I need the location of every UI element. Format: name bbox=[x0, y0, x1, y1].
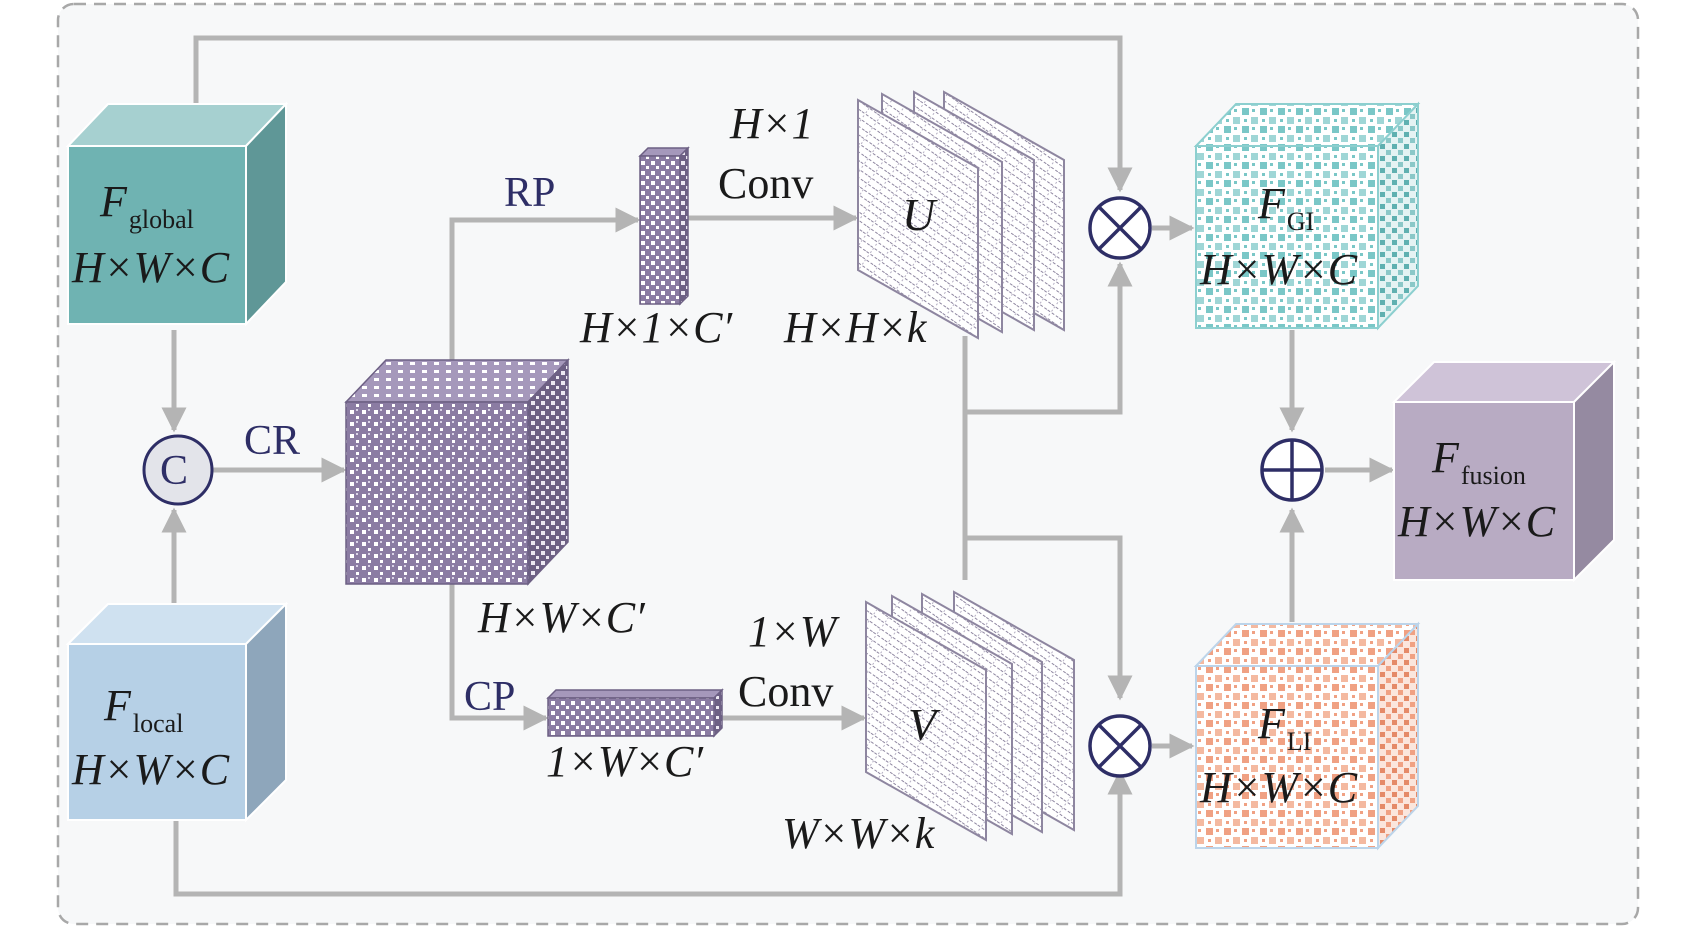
li-feature-shape: H×W×C bbox=[1200, 763, 1358, 812]
local-feature-name: Flocal bbox=[104, 681, 183, 737]
connectors bbox=[161, 35, 1395, 897]
row-conv-label: Conv bbox=[718, 159, 814, 208]
u-kernel-symbol: U bbox=[902, 189, 936, 240]
v-kernel-shape: W×W×k bbox=[782, 809, 935, 858]
col-conv-size: 1×W bbox=[748, 607, 837, 656]
concat-feature-cube bbox=[344, 358, 570, 586]
u-kernel-stack bbox=[857, 90, 1065, 340]
global-symbol: F bbox=[100, 177, 127, 226]
concat-label: C bbox=[160, 448, 189, 494]
global-feature-shape: H×W×C bbox=[72, 243, 230, 292]
arrow-global-to-multiply-top bbox=[193, 35, 1133, 193]
local-symbol: F bbox=[104, 681, 131, 730]
concat-node bbox=[142, 434, 214, 506]
u-kernel-shape: H×H×k bbox=[784, 303, 927, 352]
multiply-icon-top bbox=[1088, 196, 1152, 260]
multiply-icon-bottom bbox=[1088, 714, 1152, 778]
cp-label: CP bbox=[464, 674, 516, 720]
gi-feature-cube bbox=[1193, 101, 1421, 331]
arrow-rp bbox=[449, 207, 641, 360]
concat-shape: H×W×C′ bbox=[478, 593, 645, 642]
arrow-cp bbox=[449, 582, 549, 731]
col-pooled-shape: 1×W×C′ bbox=[546, 737, 704, 786]
gi-feature-name: FGI bbox=[1258, 179, 1314, 235]
global-subscript: global bbox=[128, 205, 194, 234]
row-conv-size: H×1 bbox=[730, 99, 814, 148]
li-feature-name: FLI bbox=[1258, 699, 1311, 755]
local-subscript: local bbox=[132, 709, 184, 738]
fusion-subscript: fusion bbox=[1460, 461, 1526, 490]
gi-subscript: GI bbox=[1286, 207, 1315, 236]
arrow-u-to-multiply bbox=[965, 261, 1133, 415]
gi-symbol: F bbox=[1258, 179, 1285, 228]
row-pooled-bar bbox=[638, 146, 690, 306]
fusion-feature-cube bbox=[1391, 359, 1617, 583]
col-conv-label: Conv bbox=[738, 667, 834, 716]
fusion-symbol: F bbox=[1432, 433, 1459, 482]
v-kernel-symbol: V bbox=[908, 699, 937, 750]
arrow-local-to-multiply-bottom bbox=[173, 758, 1133, 897]
rp-label: RP bbox=[504, 170, 556, 216]
arrow-v-to-multiply bbox=[965, 535, 1133, 701]
add-icon bbox=[1260, 438, 1324, 502]
fusion-feature-shape: H×W×C bbox=[1398, 497, 1556, 546]
local-feature-shape: H×W×C bbox=[72, 745, 230, 794]
li-symbol: F bbox=[1258, 699, 1285, 748]
v-kernel-stack bbox=[865, 590, 1075, 842]
local-feature-cube bbox=[65, 601, 289, 823]
global-feature-cube bbox=[65, 101, 289, 327]
gi-feature-shape: H×W×C bbox=[1200, 245, 1358, 294]
global-feature-name: Fglobal bbox=[100, 177, 194, 233]
li-subscript: LI bbox=[1286, 727, 1312, 756]
li-feature-cube bbox=[1193, 621, 1421, 851]
cr-label: CR bbox=[244, 418, 301, 464]
col-pooled-bar bbox=[546, 688, 724, 738]
fusion-feature-name: Ffusion bbox=[1432, 433, 1526, 489]
row-pooled-shape: H×1×C′ bbox=[580, 303, 733, 352]
